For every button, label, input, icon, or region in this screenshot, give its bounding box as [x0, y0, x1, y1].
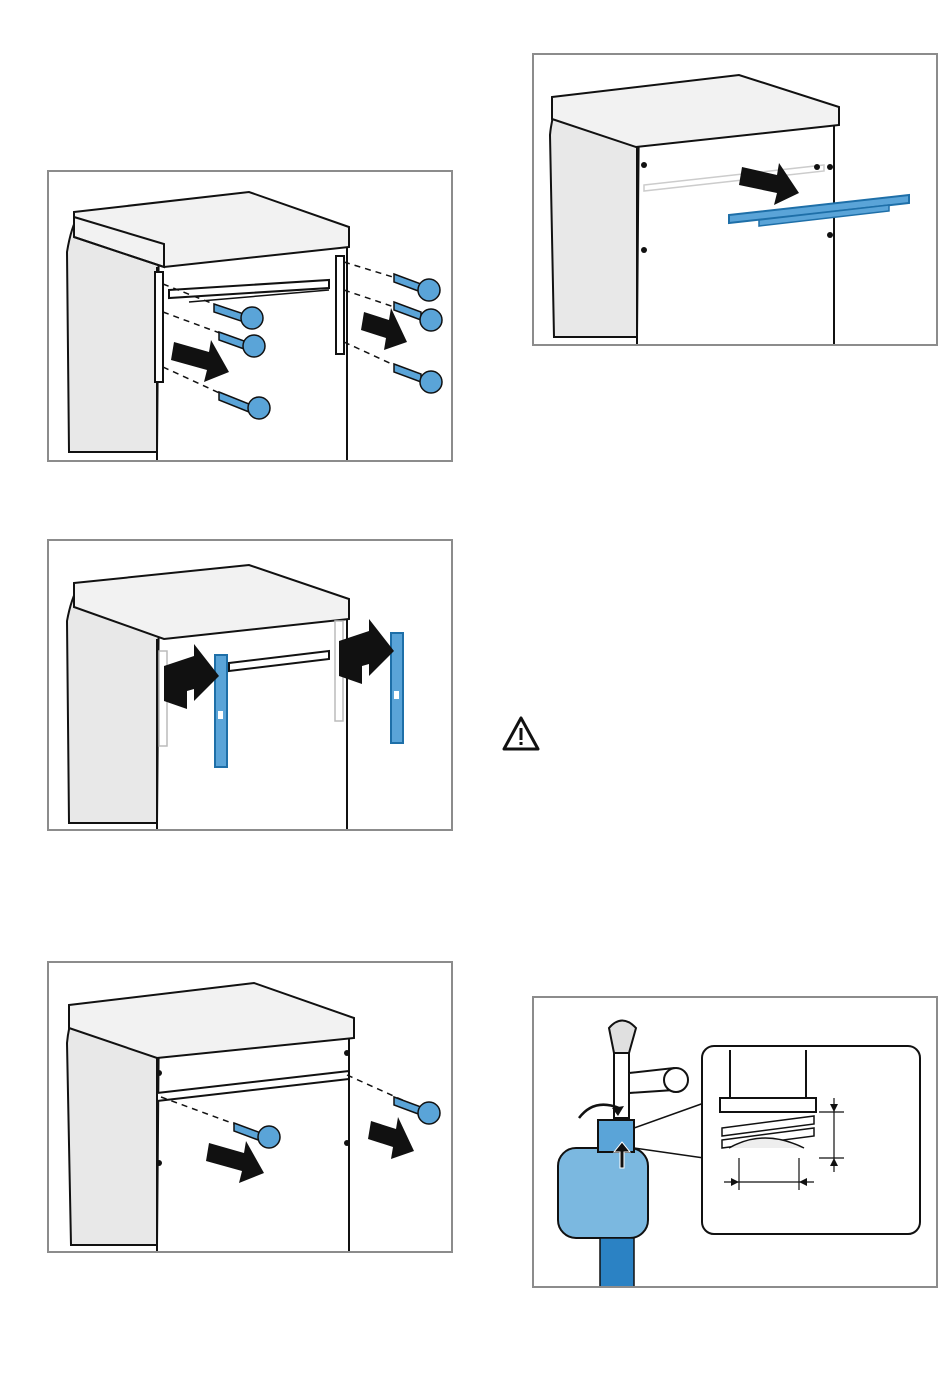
- bent-arrow-icon: [49, 541, 451, 829]
- arrow-icon: [534, 55, 936, 344]
- figure-remove-screws: [47, 170, 453, 462]
- warning-triangle-icon: [501, 715, 541, 753]
- figure-remove-rear-screws: [47, 961, 453, 1253]
- figure-remove-rear-rail: [532, 53, 938, 346]
- arrow-icon: [49, 172, 451, 460]
- figure-remove-side-rails: [47, 539, 453, 831]
- arrow-icon: [49, 963, 451, 1251]
- figure-connect-hose-to-tap: [532, 996, 938, 1288]
- thread-detail-icon: [534, 998, 936, 1286]
